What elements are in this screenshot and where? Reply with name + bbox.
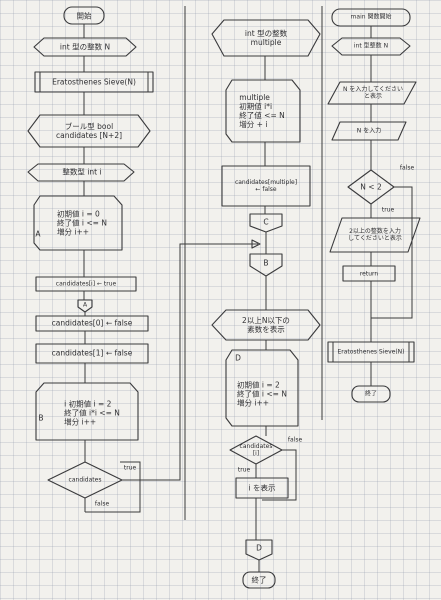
c3-decision-true-label: true xyxy=(381,206,395,214)
c2-end-terminal xyxy=(242,571,276,589)
c3-input-n-label: N を入力 xyxy=(356,127,382,135)
c1-loop1-label: 初期値 i = 0 終了値 i <= N 増分 i++ xyxy=(57,209,107,237)
c3-return-label: return xyxy=(359,270,379,278)
c2-connector-d-shape xyxy=(245,539,273,561)
c3-return-shape xyxy=(342,265,396,282)
c1-call-sieve-label: Eratosthenes Sieve(N) xyxy=(52,77,136,87)
c2-print-i-label: i を表示 xyxy=(248,483,276,493)
c2-connector-c-label: C xyxy=(263,217,269,227)
c2-declare-multiple-label: int 型の整数 multiple xyxy=(244,29,288,47)
c1-loop1-shape xyxy=(33,195,123,251)
c3-prompt-label: N を入力してください と表示 xyxy=(342,86,404,100)
c3-title-label: main 関数開始 xyxy=(350,13,392,21)
c1-assign-true-shape xyxy=(35,276,137,292)
c1-assign-false0-shape xyxy=(35,315,149,332)
c2-decision-false-label: false xyxy=(287,436,303,444)
c1-input-n-shape xyxy=(33,37,137,57)
c3-decision-label: N < 2 xyxy=(360,182,382,192)
c3-input-n-shape xyxy=(331,121,407,141)
c2-connector-c-shape xyxy=(249,213,283,233)
c1-decision-label: candidates xyxy=(68,476,102,484)
c2-connector-b-label: B xyxy=(263,258,269,268)
c2-loop4-marker: D xyxy=(235,353,241,363)
c3-call-sieve-label: Eratosthenes Sieve(N) xyxy=(337,348,405,356)
c2-loop3-shape xyxy=(225,79,301,143)
c3-prompt-shape xyxy=(327,81,417,105)
c3-error-message-label: 2以上の整数を入力 してくださいと表示 xyxy=(348,228,402,242)
c3-end-label: 終了 xyxy=(364,390,378,398)
c3-declare-n-label: int 型整数 N xyxy=(353,42,389,50)
c2-declare-multiple-shape xyxy=(211,19,321,57)
c1-start-label: 開始 xyxy=(76,11,92,21)
c1-loop1-marker: A xyxy=(35,229,41,239)
c1-decision-false-label: false xyxy=(94,500,110,508)
c2-loop3-label: multiple 初期値 i*i 終了値 <= N 増分 + i xyxy=(239,93,285,129)
c1-declare-bool-shape xyxy=(27,114,151,148)
c1-loop2-shape xyxy=(35,382,139,441)
c1-to-c2-arrowhead xyxy=(251,239,261,249)
c2-assign-multiple-shape xyxy=(221,165,311,207)
c2-output-header-shape xyxy=(211,309,321,341)
c1-connector-a-shape xyxy=(77,299,93,313)
c3-declare-n-shape xyxy=(331,37,411,56)
c2-decision-true-label: true xyxy=(237,466,251,474)
c1-assign-false1-label: candidates[1] ← false xyxy=(51,348,133,358)
c2-print-i-shape xyxy=(235,477,289,499)
c1-declare-int-shape xyxy=(27,163,135,182)
c1-loop2-label: i 初期値 i = 2 終了値 i*i <= N 増分 i++ xyxy=(64,399,120,427)
c1-decision-true-label: true xyxy=(123,464,137,472)
c2-output-header-label: 2以上N以下の 素数を表示 xyxy=(242,316,290,334)
c2-loop4-shape xyxy=(225,349,299,427)
c1-connector-a-label: A xyxy=(82,301,88,309)
c1-assign-false0-label: candidates[0] ← false xyxy=(51,318,133,328)
c2-decision-label: candidates [i] xyxy=(239,443,273,457)
c3-error-message-shape xyxy=(329,217,421,253)
c2-connector-d-label: D xyxy=(256,543,262,553)
c1-assign-true-label: candidates[i] ← true xyxy=(55,280,117,288)
c1-call-sieve-shape xyxy=(34,71,154,93)
c1-assign-false1-shape xyxy=(35,343,149,364)
c2-connector-b-shape xyxy=(249,253,283,277)
c3-decision-false-label: false xyxy=(399,164,415,172)
c1-declare-bool-label: ブール型 bool candidates [N+2] xyxy=(55,122,123,140)
c1-input-n-label: int 型の整数 N xyxy=(59,42,111,52)
c2-loop4-label: 初期値 i = 2 終了値 i <= N 増分 i++ xyxy=(237,380,287,408)
c1-declare-int-label: 整数型 int i xyxy=(62,167,102,177)
c3-end-terminal xyxy=(351,385,391,403)
c1-loop2-marker: B xyxy=(38,413,44,423)
c2-assign-multiple-label: candidates[multiple] ← false xyxy=(234,179,298,193)
c2-end-label: 終了 xyxy=(251,575,267,585)
